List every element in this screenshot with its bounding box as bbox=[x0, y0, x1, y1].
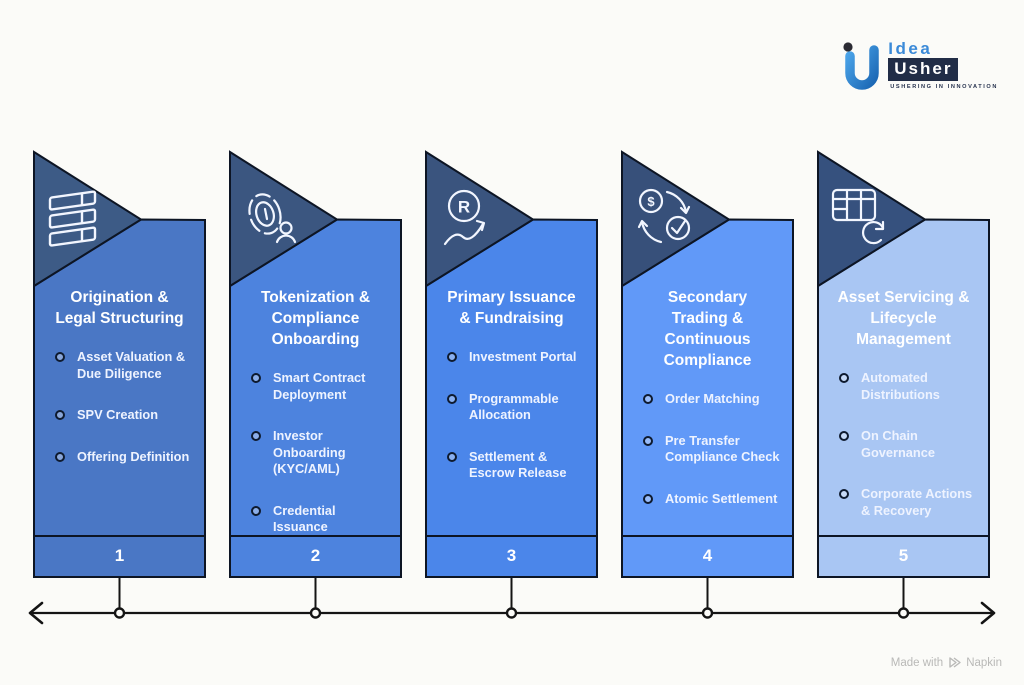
stage-number-badge: 1 bbox=[114, 546, 125, 565]
stage-number-badge: 2 bbox=[310, 546, 321, 565]
bullet-item: Settlement & Escrow Release bbox=[443, 449, 586, 482]
timeline-axis bbox=[28, 601, 996, 625]
bullet-marker-icon bbox=[839, 373, 849, 383]
fingerprint-user-icon bbox=[248, 193, 297, 244]
ideausher-logo: Idea Usher USHERING IN INNOVATION bbox=[841, 40, 998, 92]
timeline-dot bbox=[505, 607, 518, 619]
svg-text:$: $ bbox=[647, 194, 655, 209]
bullet-item: Asset Valuation & Due Diligence bbox=[51, 349, 194, 382]
bullet-marker-icon bbox=[55, 451, 65, 462]
arrowhead-right-icon bbox=[980, 601, 996, 625]
bullet-marker-icon bbox=[643, 493, 653, 504]
stage-title: Secondary Trading & Continuous Complianc… bbox=[663, 289, 752, 369]
bullet-marker-icon bbox=[447, 352, 457, 362]
registered-growth-icon: R bbox=[443, 189, 486, 246]
logo-brand-bottom: Usher bbox=[888, 58, 959, 81]
bullet-item: Programmable Allocation bbox=[443, 391, 586, 424]
bullet-item: Offering Definition bbox=[51, 449, 194, 466]
stage-number-badge: 5 bbox=[898, 546, 909, 565]
timeline-dot bbox=[113, 607, 126, 619]
stage-bullet-list: Investment Portal Programmable Allocatio… bbox=[435, 349, 588, 482]
bullet-marker-icon bbox=[55, 352, 65, 362]
bullet-marker-icon bbox=[643, 435, 653, 446]
timeline-dot bbox=[701, 607, 714, 619]
bullet-item: Pre Transfer Compliance Check bbox=[639, 433, 782, 466]
stage-card-2: Tokenization & Compliance Onboarding Sma… bbox=[229, 150, 402, 615]
bullet-item: Automated Distributions bbox=[835, 370, 978, 403]
bullet-item: SPV Creation bbox=[51, 407, 194, 424]
bullet-marker-icon bbox=[447, 451, 457, 462]
stage-bullet-list: Asset Valuation & Due Diligence SPV Crea… bbox=[43, 349, 196, 465]
stacked-layers-icon bbox=[48, 190, 97, 247]
bullet-marker-icon bbox=[251, 505, 261, 516]
bullet-item: Credential Issuance bbox=[247, 503, 390, 536]
stage-title: Tokenization & Compliance Onboarding bbox=[260, 289, 371, 348]
bullet-marker-icon bbox=[251, 431, 261, 441]
stage-card-3: R Primary Issuance & Fundraising Investm… bbox=[425, 150, 598, 615]
napkin-logo-icon bbox=[949, 657, 961, 668]
stage-bullet-list: Automated Distributions On Chain Governa… bbox=[827, 370, 980, 519]
watermark-brand: Napkin bbox=[966, 656, 1002, 669]
stage-title: Asset Servicing & Lifecycle Management bbox=[837, 289, 970, 348]
logo-brand-top: Idea bbox=[888, 39, 933, 58]
stage-title: Origination & Legal Structuring bbox=[55, 289, 184, 327]
bullet-item: Atomic Settlement bbox=[639, 491, 782, 508]
napkin-watermark: Made with Napkin bbox=[891, 656, 1002, 669]
stage-number-badge: 4 bbox=[702, 546, 713, 565]
arrowhead-left-icon bbox=[28, 601, 44, 625]
currency-cycle-check-icon: $ bbox=[637, 188, 691, 244]
stage-bullet-list: Smart Contract Deployment Investor Onboa… bbox=[239, 370, 392, 536]
table-refresh-icon bbox=[831, 188, 885, 245]
watermark-prefix: Made with bbox=[890, 656, 944, 669]
bullet-item: Smart Contract Deployment bbox=[247, 370, 390, 403]
timeline-dot bbox=[897, 607, 910, 619]
stage-bullet-list: Order Matching Pre Transfer Compliance C… bbox=[631, 391, 784, 507]
bullet-item: Order Matching bbox=[639, 391, 782, 408]
ideausher-u-icon bbox=[843, 42, 880, 90]
bullet-item: On Chain Governance bbox=[835, 428, 978, 461]
stage-card-4: $ Secondary Trading & Continuous Complia… bbox=[621, 150, 794, 615]
stage-title: Primary Issuance & Fundraising bbox=[447, 289, 576, 327]
bullet-marker-icon bbox=[839, 489, 849, 499]
logo-tagline: USHERING IN INNOVATION bbox=[890, 84, 998, 90]
bullet-item: Corporate Actions & Recovery bbox=[835, 486, 978, 519]
bullet-marker-icon bbox=[447, 393, 457, 404]
bullet-marker-icon bbox=[643, 394, 653, 404]
bullet-item: Investment Portal bbox=[443, 349, 586, 366]
bullet-marker-icon bbox=[251, 373, 261, 383]
svg-text:R: R bbox=[458, 198, 470, 217]
stage-card-5: Asset Servicing & Lifecycle Management A… bbox=[817, 150, 990, 615]
bullet-marker-icon bbox=[55, 410, 65, 420]
bullet-marker-icon bbox=[839, 431, 849, 441]
stage-card-1: Origination & Legal Structuring Asset Va… bbox=[33, 150, 206, 615]
timeline-dot bbox=[309, 607, 322, 619]
stage-number-badge: 3 bbox=[506, 546, 517, 565]
bullet-item: Investor Onboarding (KYC/AML) bbox=[247, 428, 390, 478]
